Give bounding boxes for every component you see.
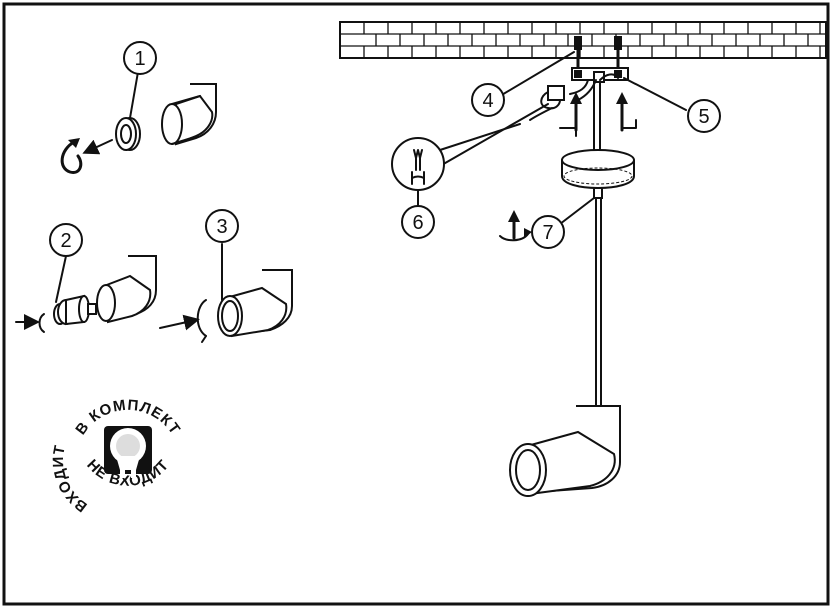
gu10-bulb-icon — [104, 426, 152, 478]
callout-5: 5 — [687, 99, 721, 133]
direction-arrow-icon — [82, 139, 113, 155]
screw-up-arrow-icon — [559, 92, 637, 137]
callout-label: 2 — [60, 230, 71, 252]
not-included-stamp: В КОМПЛЕКТ ВХОДИТ НЕ ВХОДИТ — [50, 397, 183, 515]
lamp-head-icon — [217, 269, 293, 338]
rotate-screw-arrow-icon — [499, 210, 532, 242]
wire-icon — [599, 73, 619, 81]
wire-connector-detail — [391, 137, 445, 191]
lamp-head-icon — [161, 83, 217, 146]
mounting-assembly — [499, 36, 637, 497]
stamp-text-left: ВХОДИТ — [50, 443, 90, 515]
terminal-block-icon — [529, 79, 597, 121]
callout-label: 3 — [216, 216, 227, 238]
direction-arrow-icon — [159, 314, 200, 331]
callout-label: 6 — [412, 212, 423, 234]
retaining-clip-icon — [38, 313, 45, 333]
cable-clamp-icon — [593, 187, 603, 199]
callout-leaders — [55, 51, 687, 303]
callout-6: 6 — [401, 205, 435, 239]
gu10-bulb-icon — [53, 294, 97, 326]
step-2-insert-bulb — [15, 255, 157, 333]
callout-3: 3 — [205, 209, 239, 243]
callout-1: 1 — [123, 41, 157, 75]
rotate-arrow-icon — [60, 140, 83, 174]
step-1-remove-ring — [60, 83, 217, 174]
ceiling-brick-wall — [339, 21, 827, 59]
pendant-lamp-head-icon — [509, 405, 621, 497]
callout-label: 1 — [134, 48, 145, 70]
callout-label: 4 — [482, 90, 493, 112]
callout-label: 5 — [698, 106, 709, 128]
callout-4: 4 — [471, 83, 505, 117]
canopy-icon — [561, 149, 635, 190]
callout-2: 2 — [49, 223, 83, 257]
callout-label: 7 — [542, 222, 553, 244]
step-3-fix-clip — [159, 269, 293, 343]
callout-7: 7 — [531, 215, 565, 249]
retaining-clip-icon — [196, 299, 207, 337]
lamp-head-icon — [96, 255, 157, 324]
